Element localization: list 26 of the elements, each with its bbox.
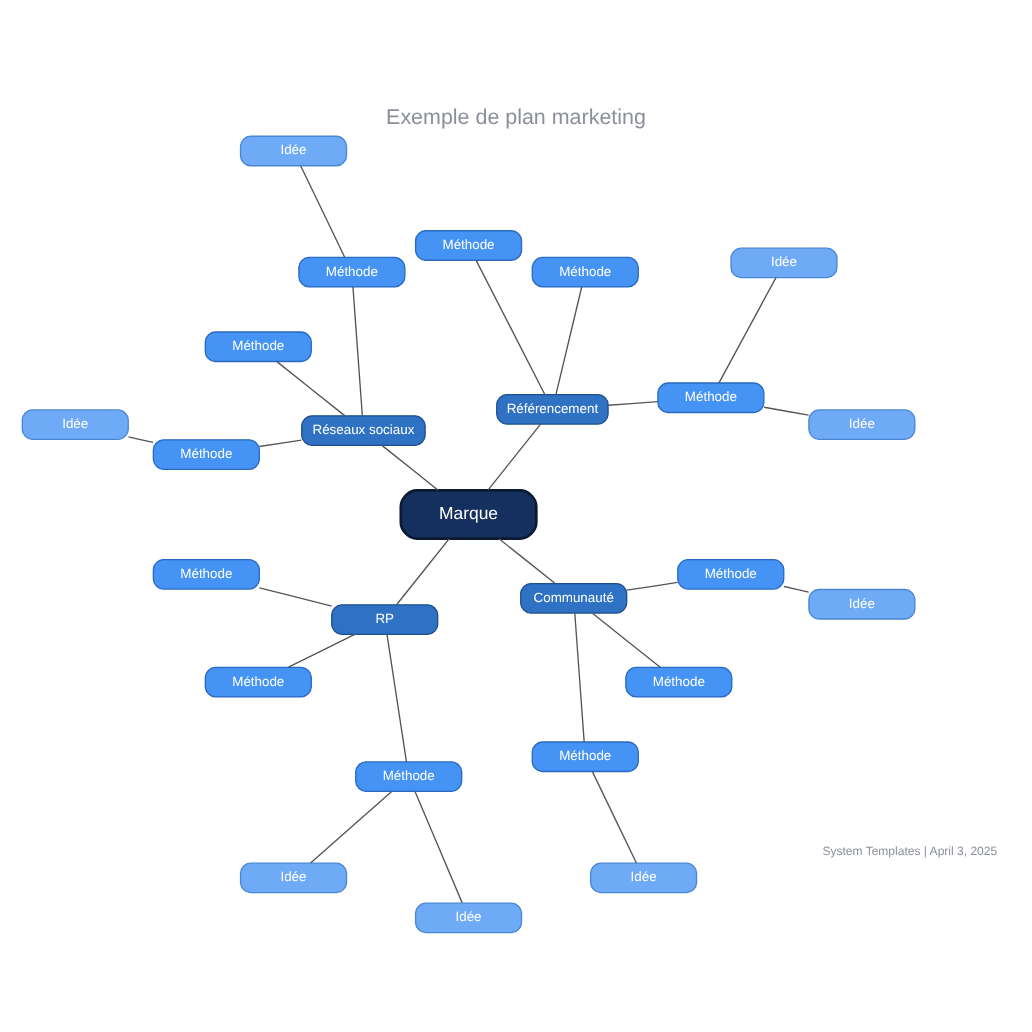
diagram-title: Exemple de plan marketing xyxy=(386,104,646,129)
connector xyxy=(300,164,346,257)
connector xyxy=(381,444,439,490)
connector xyxy=(258,586,333,606)
connector xyxy=(127,435,154,443)
connector xyxy=(783,584,810,592)
connector xyxy=(763,405,810,415)
connector xyxy=(591,611,661,667)
connector xyxy=(555,285,583,394)
connector xyxy=(475,258,546,394)
connector xyxy=(498,537,556,583)
connector xyxy=(591,769,638,863)
connector xyxy=(352,285,363,416)
connector xyxy=(258,438,303,447)
connector xyxy=(718,276,777,383)
connector xyxy=(414,790,463,903)
connector xyxy=(309,789,393,863)
connector xyxy=(395,537,450,605)
connector xyxy=(574,611,585,742)
connector xyxy=(607,399,659,405)
connector xyxy=(487,422,542,490)
connector xyxy=(287,632,356,667)
node-box: Marque xyxy=(399,488,538,539)
connector xyxy=(626,580,679,590)
connector xyxy=(276,359,346,416)
connector xyxy=(386,633,408,762)
